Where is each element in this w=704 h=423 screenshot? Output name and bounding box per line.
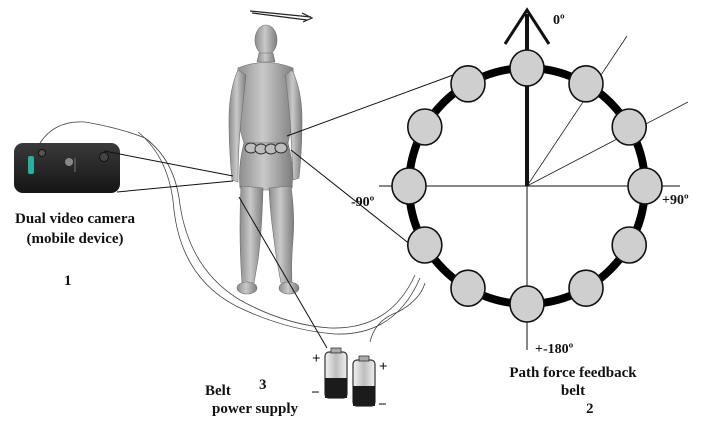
camera-title: Dual video camera (mobile device): [0, 212, 150, 247]
vibration-motor: [392, 168, 426, 204]
belt-title: Path force feedback belt: [488, 366, 658, 399]
camera-title-line1: Dual video camera: [0, 212, 150, 227]
power-title-line1: Belt: [205, 384, 231, 399]
vibration-motor: [510, 286, 544, 322]
belt-dial: [379, 10, 688, 350]
battery-right-icon: [353, 356, 375, 406]
vibration-motor: [408, 109, 442, 145]
human-figure: [229, 25, 302, 294]
camera-title-line2: (mobile device): [0, 232, 150, 247]
battery-minus-right: −: [378, 398, 387, 413]
camera-number: 1: [64, 274, 72, 289]
angle-bottom-label: +-180º: [535, 343, 573, 357]
battery-plus-right: +: [379, 360, 388, 375]
vibration-motor: [408, 227, 442, 263]
head-rotation-arrow-icon: [250, 11, 312, 22]
belt-title-line2: belt: [488, 384, 658, 399]
power-title-line2: power supply: [212, 402, 298, 417]
camera-device-icon: [14, 143, 120, 193]
vibration-motor: [569, 270, 603, 306]
vibration-motor: [612, 227, 646, 263]
angle-right-label: +90º: [662, 194, 689, 208]
angle-left-label: -90º: [351, 196, 374, 210]
battery-left-icon: [325, 348, 347, 398]
vibration-motor: [628, 168, 662, 204]
battery-plus-left: +: [312, 352, 321, 367]
vibration-motor: [451, 66, 485, 102]
belt-number: 2: [586, 402, 594, 417]
vibration-motor: [510, 50, 544, 86]
vibration-motor: [451, 270, 485, 306]
power-number: 3: [259, 378, 267, 393]
vibration-motor: [569, 66, 603, 102]
vibration-motor: [612, 109, 646, 145]
belt-title-line1: Path force feedback: [488, 366, 658, 381]
battery-minus-left: −: [311, 386, 320, 401]
angle-top-label: 0º: [553, 14, 565, 28]
